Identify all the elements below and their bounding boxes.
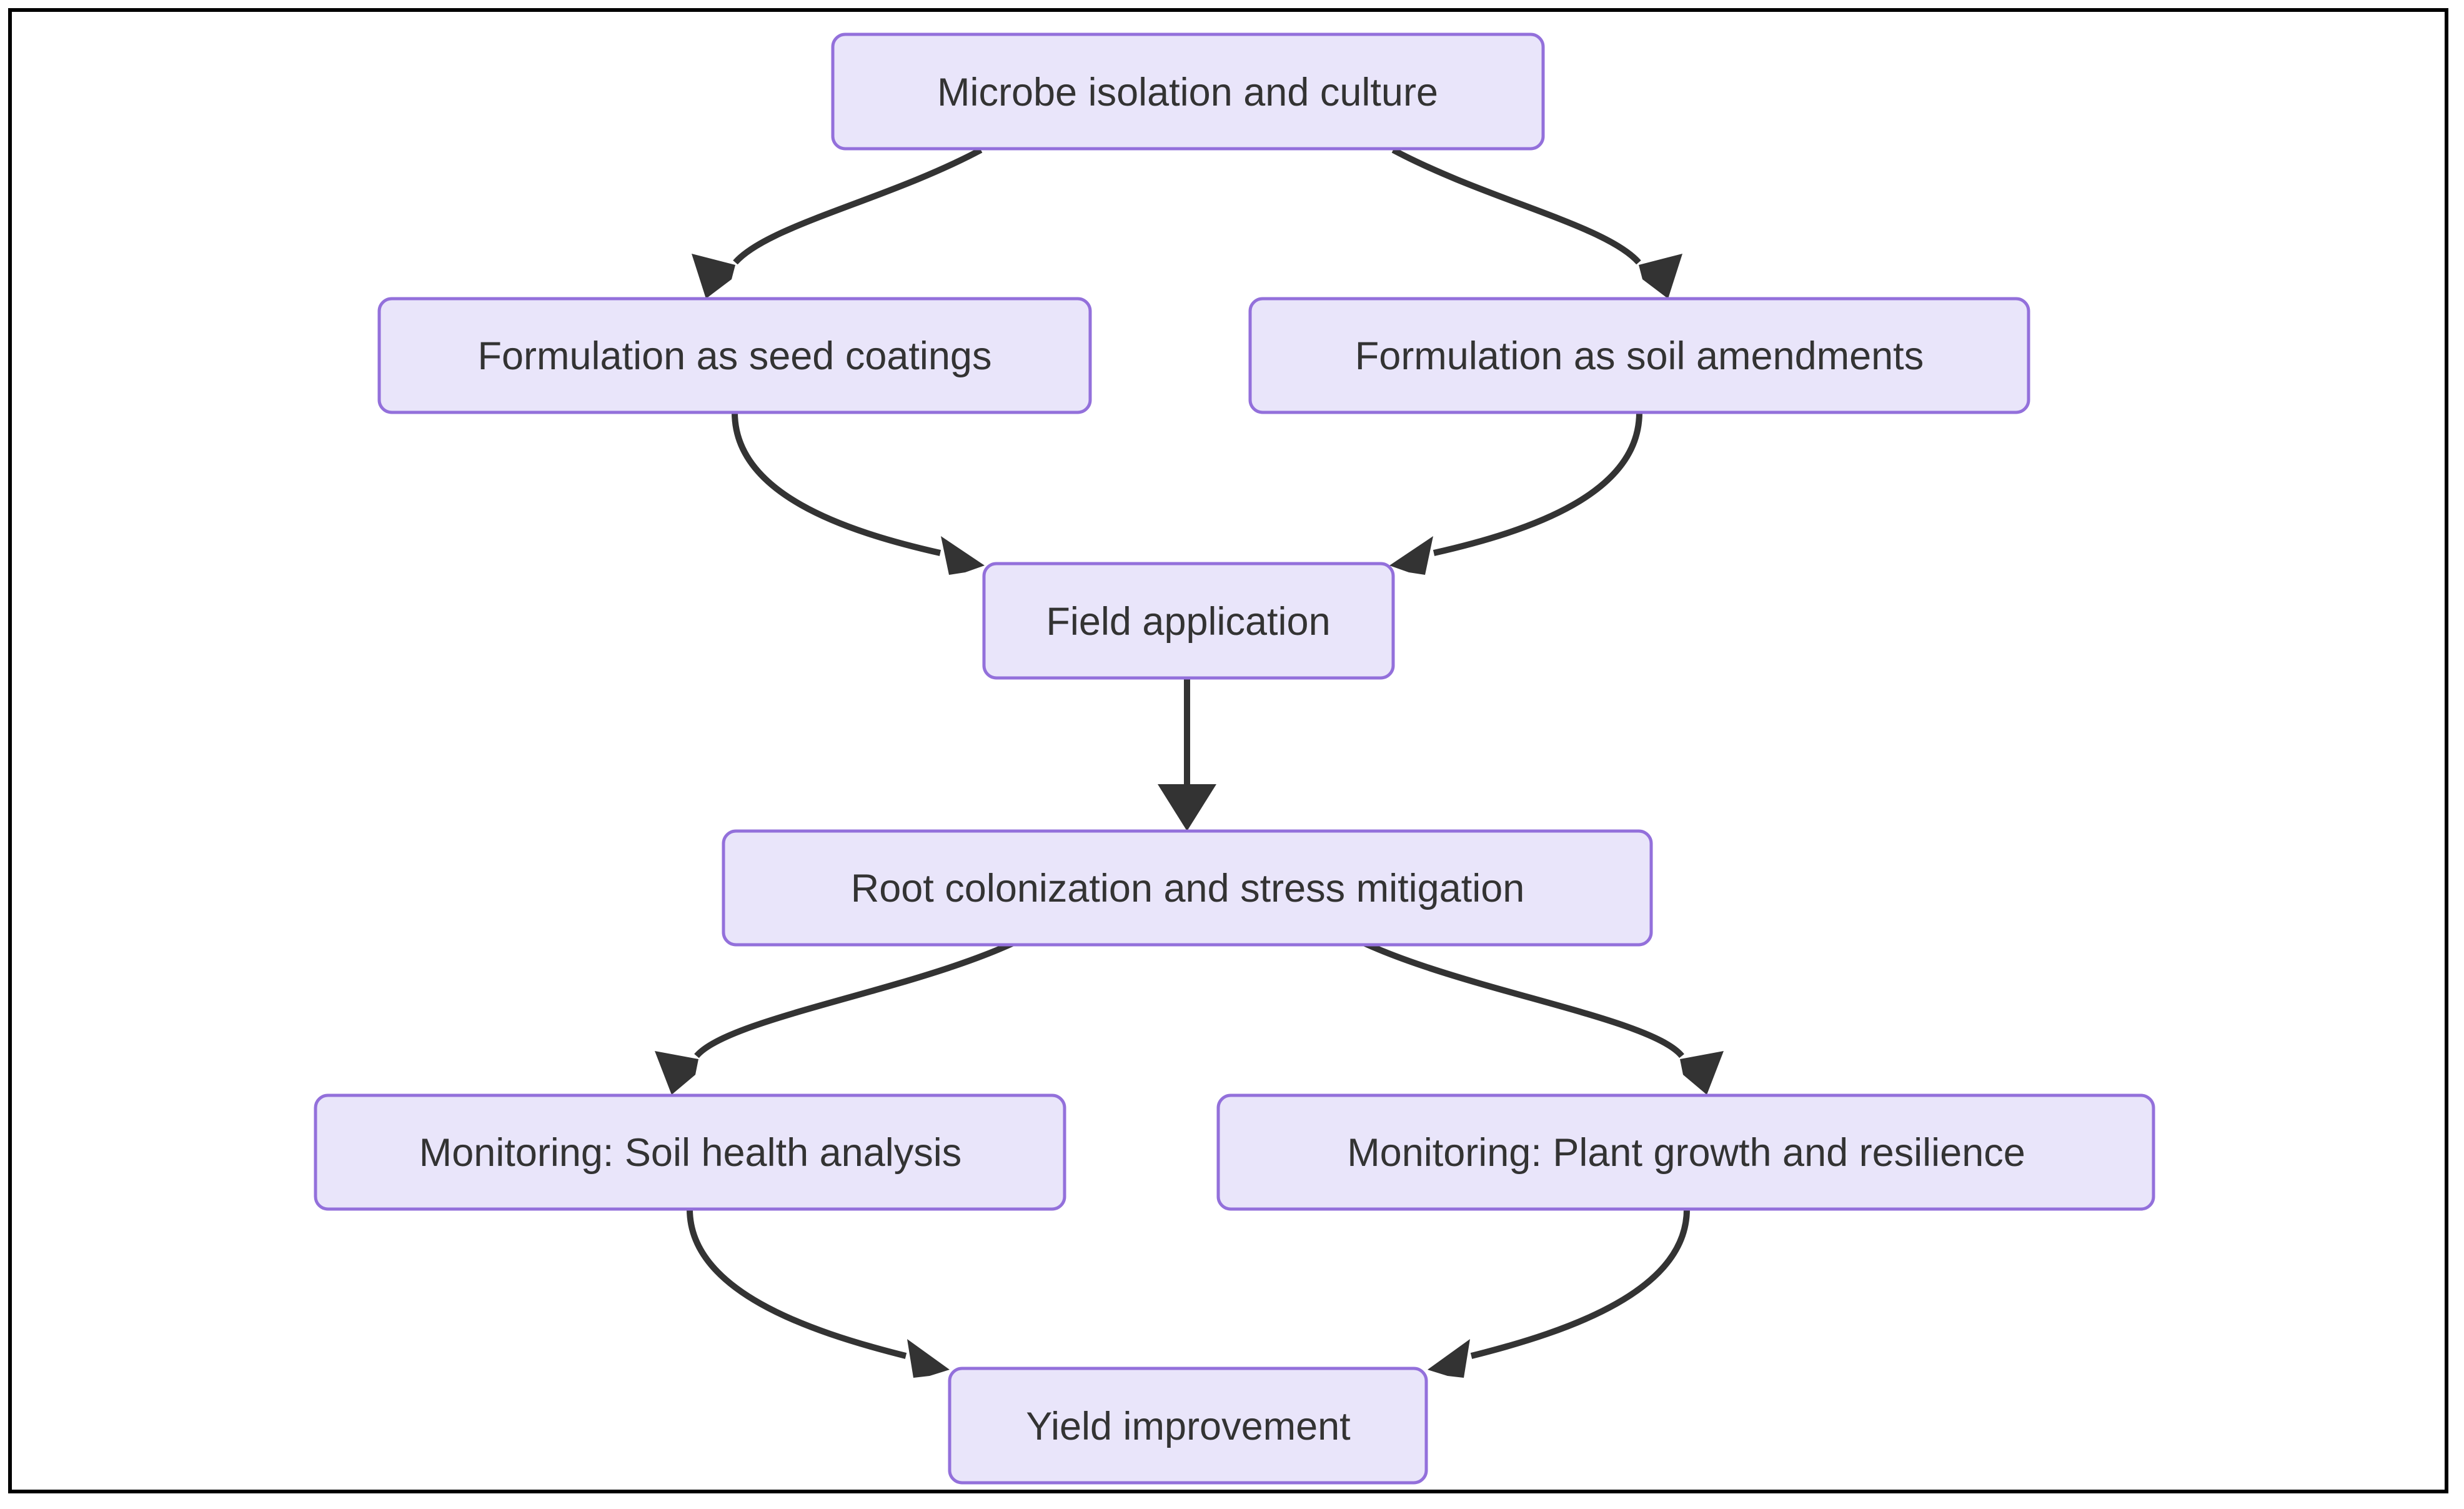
edge-path [733, 147, 983, 265]
arrowhead-icon [907, 1339, 950, 1378]
node-field-application[interactable]: Field application [982, 562, 1395, 680]
arrowhead-icon [941, 536, 985, 575]
arrowhead-icon [692, 254, 735, 299]
edge-path [1391, 147, 1641, 265]
node-shape[interactable] [722, 829, 1653, 947]
edge-path [732, 412, 941, 556]
edge-path [1433, 412, 1642, 556]
node-label: Monitoring: Soil health analysis [419, 1131, 961, 1175]
edge-microbe-to-soil-amendments [1391, 147, 1682, 299]
arrowhead-icon [1639, 254, 1682, 299]
node-label: Formulation as seed coatings [478, 334, 992, 378]
node-label: Yield improvement [1026, 1405, 1351, 1448]
arrowhead-icon [1428, 1339, 1470, 1378]
edge-microbe-to-seed-coatings [692, 147, 983, 299]
node-yield-improvement[interactable]: Yield improvement [948, 1367, 1428, 1485]
edge-root-colonization-to-plant-growth [1338, 928, 1724, 1095]
edge-path [687, 1208, 907, 1359]
node-shape[interactable] [982, 562, 1395, 680]
node-shape[interactable] [377, 297, 1092, 414]
arrowhead-icon [1680, 1051, 1724, 1095]
edge-path [1338, 928, 1684, 1058]
arrowhead-icon [655, 1051, 698, 1095]
node-shape[interactable] [831, 32, 1545, 151]
edge-root-colonization-to-soil-health [655, 928, 1039, 1095]
node-shape[interactable] [948, 1367, 1428, 1485]
node-layer: Microbe isolation and culture Formulatio… [314, 32, 2155, 1485]
edge-plant-growth-to-yield-improvement [1428, 1208, 1690, 1378]
edge-soil-amendments-to-field-application [1389, 412, 1642, 575]
node-formulation-as-seed-coatings[interactable]: Formulation as seed coatings [377, 297, 1092, 414]
node-monitoring-plant-growth-and-resilience[interactable]: Monitoring: Plant growth and resilience [1216, 1093, 2155, 1211]
node-monitoring-soil-health-analysis[interactable]: Monitoring: Soil health analysis [314, 1093, 1066, 1211]
node-microbe-isolation-and-culture[interactable]: Microbe isolation and culture [831, 32, 1545, 151]
node-formulation-as-soil-amendments[interactable]: Formulation as soil amendments [1248, 297, 2030, 414]
node-root-colonization-and-stress-mitigation[interactable]: Root colonization and stress mitigation [722, 829, 1653, 947]
edge-layer [655, 147, 1724, 1378]
edge-path [1470, 1208, 1690, 1359]
node-label: Microbe isolation and culture [937, 71, 1438, 114]
arrowhead-icon [1389, 536, 1433, 575]
node-label: Formulation as soil amendments [1355, 334, 1924, 378]
edge-path [694, 928, 1039, 1058]
node-label: Field application [1046, 600, 1330, 644]
edge-field-application-to-root-colonization [1158, 678, 1216, 831]
edge-soil-health-to-yield-improvement [687, 1208, 950, 1378]
node-label: Root colonization and stress mitigation [851, 867, 1525, 910]
node-shape[interactable] [1248, 297, 2030, 414]
arrowhead-icon [1158, 784, 1216, 831]
edge-seed-coatings-to-field-application [732, 412, 985, 575]
node-shape[interactable] [1216, 1093, 2155, 1211]
node-label: Monitoring: Plant growth and resilience [1347, 1131, 2025, 1175]
node-shape[interactable] [314, 1093, 1066, 1211]
